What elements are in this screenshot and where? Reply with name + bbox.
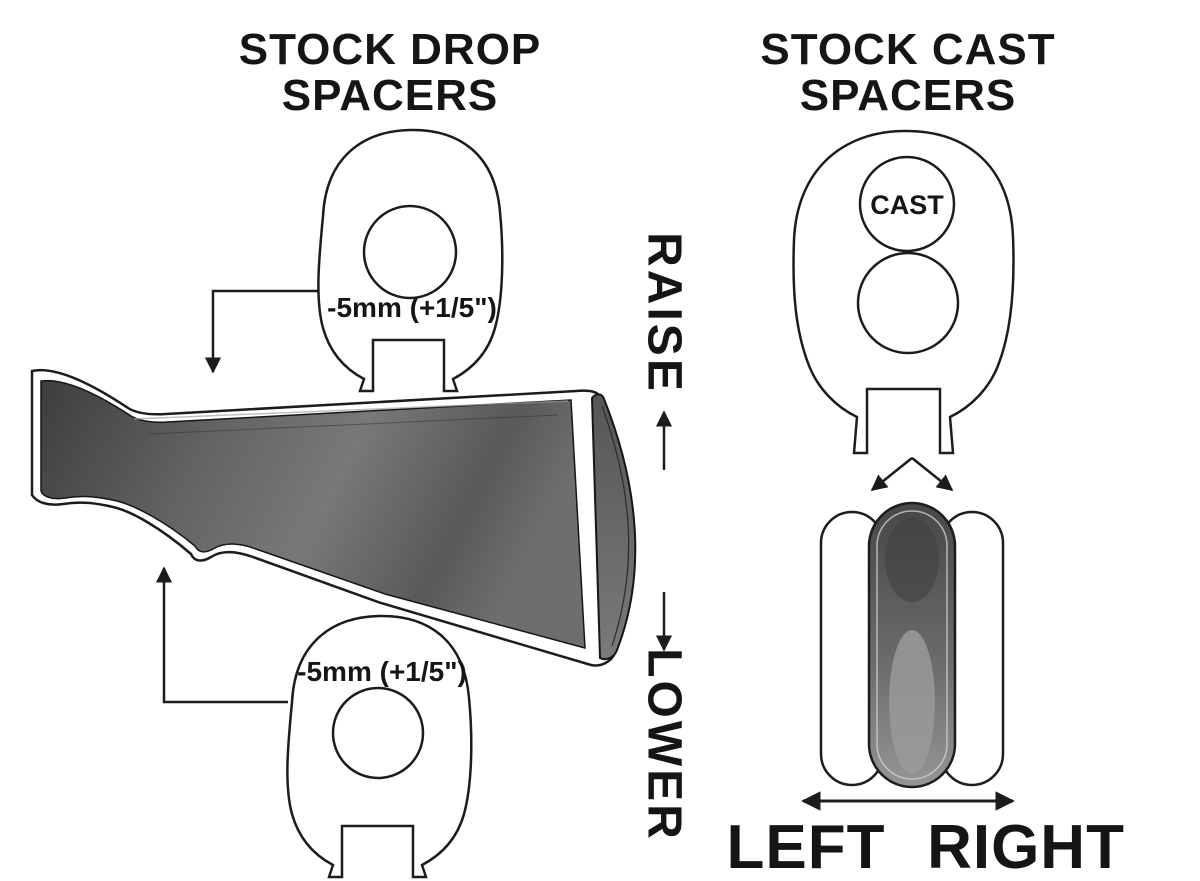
raise-lower-indicator: RAISE LOWER (638, 232, 691, 842)
right-label: RIGHT (927, 813, 1125, 881)
drop-spacer-bottom-label: -5mm (+1/5") (297, 656, 467, 687)
cast-arrow-right (911, 457, 954, 492)
cast-spacer: CAST (792, 129, 1015, 492)
recoil-pad-rear-view (819, 501, 1005, 789)
drop-spacer-top: -5mm (+1/5") (204, 128, 504, 393)
gun-stock-side-view (30, 368, 637, 667)
stock-body-shaded (40, 379, 586, 649)
drop-spacer-top-arrow (204, 289, 318, 374)
stock-comb-highlight (133, 400, 569, 420)
cast-title-line2: SPACERS (800, 71, 1016, 120)
raise-label: RAISE (638, 232, 691, 394)
cast-title: STOCK CAST SPACERS (760, 25, 1055, 120)
cast-arrow-left (870, 457, 913, 492)
drop-spacer-top-shape (317, 128, 504, 393)
drop-spacer-top-label: -5mm (+1/5") (327, 292, 497, 323)
cast-spacer-shape (792, 129, 1015, 455)
stock-comb-seam (149, 414, 559, 435)
drop-title-line1: STOCK DROP (239, 25, 542, 74)
pad-core-shadow (885, 518, 939, 602)
pad-core-inner-line (876, 510, 948, 780)
drop-spacer-bottom-arrow (155, 566, 288, 704)
left-label: LEFT (727, 813, 886, 881)
drop-spacer-bottom: -5mm (+1/5") (155, 566, 473, 879)
drop-title-line2: SPACERS (282, 71, 498, 120)
cast-hole-label: CAST (870, 190, 944, 220)
drop-spacer-bottom-shape (286, 614, 473, 879)
pad-core-highlight (889, 630, 935, 774)
recoil-pad-seam (601, 405, 630, 647)
left-right-indicator: LEFT RIGHT (727, 791, 1125, 881)
cast-title-line1: STOCK CAST (760, 25, 1055, 74)
lower-label: LOWER (638, 648, 691, 842)
drop-title: STOCK DROP SPACERS (239, 25, 542, 120)
